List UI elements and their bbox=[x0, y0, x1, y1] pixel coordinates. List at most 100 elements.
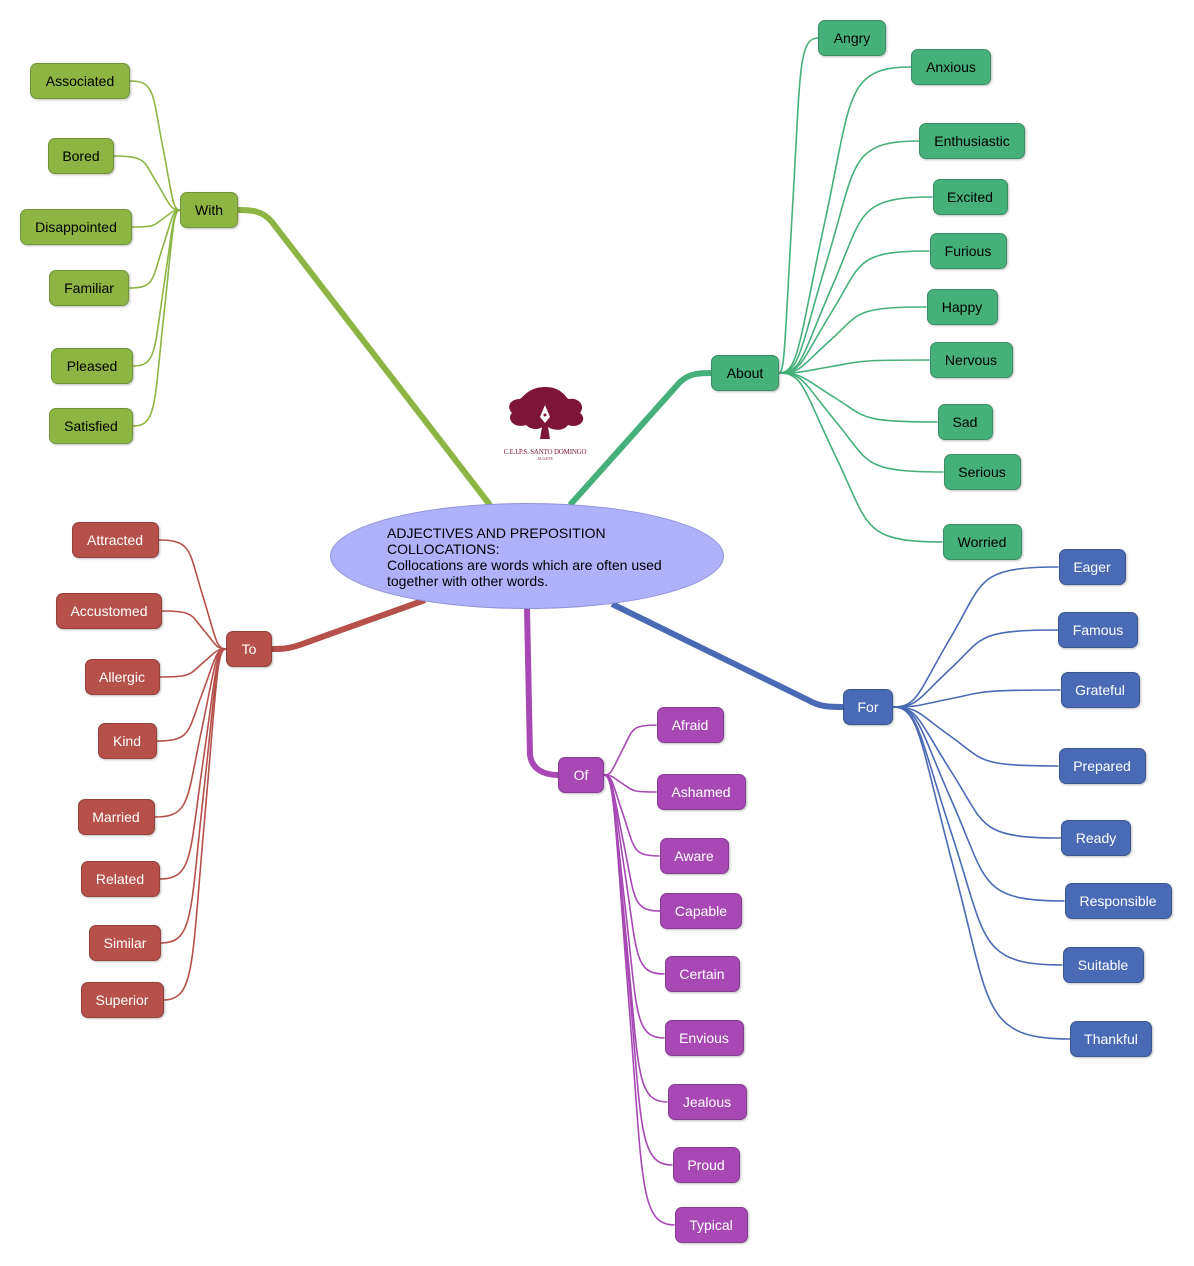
node-label: Sad bbox=[952, 414, 978, 430]
node-sad[interactable]: Sad bbox=[937, 404, 993, 440]
hub-to[interactable]: To bbox=[226, 631, 272, 667]
node-label: Prepared bbox=[1073, 758, 1131, 774]
link-about-anxious bbox=[778, 66, 912, 374]
link-to-attracted bbox=[158, 539, 227, 650]
hub-for[interactable]: For bbox=[843, 689, 893, 725]
node-associated[interactable]: Associated bbox=[30, 63, 130, 99]
node-bored[interactable]: Bored bbox=[48, 138, 114, 174]
node-enthusiastic[interactable]: Enthusiastic bbox=[919, 123, 1025, 159]
node-afraid[interactable]: Afraid bbox=[656, 707, 724, 743]
link-to-accustomed bbox=[161, 610, 227, 650]
logo-school-name: C.E.I.P.S. SANTO DOMINGO bbox=[503, 448, 587, 456]
node-label: Disappointed bbox=[35, 219, 117, 235]
node-grateful[interactable]: Grateful bbox=[1060, 672, 1140, 708]
hub-with[interactable]: With bbox=[180, 192, 238, 228]
node-label: Attracted bbox=[86, 532, 144, 548]
node-accustomed[interactable]: Accustomed bbox=[56, 593, 162, 629]
link-about-angry bbox=[778, 37, 819, 374]
node-excited[interactable]: Excited bbox=[932, 179, 1008, 215]
node-aware[interactable]: Aware bbox=[659, 838, 729, 874]
node-label: Of bbox=[573, 767, 589, 783]
link-of-afraid bbox=[603, 724, 657, 776]
node-label: Excited bbox=[947, 189, 993, 205]
node-attracted[interactable]: Attracted bbox=[71, 522, 159, 558]
node-label: Jealous bbox=[682, 1094, 732, 1110]
node-responsible[interactable]: Responsible bbox=[1064, 883, 1172, 919]
trunk-to bbox=[271, 597, 427, 652]
node-label: Ready bbox=[1075, 830, 1117, 846]
node-prepared[interactable]: Prepared bbox=[1058, 748, 1146, 784]
node-label: About bbox=[726, 365, 764, 381]
node-furious[interactable]: Furious bbox=[929, 233, 1007, 269]
node-jealous[interactable]: Jealous bbox=[667, 1084, 747, 1120]
node-label: Accustomed bbox=[70, 603, 148, 619]
link-to-kind bbox=[156, 648, 227, 742]
node-superior[interactable]: Superior bbox=[80, 982, 164, 1018]
node-disappointed[interactable]: Disappointed bbox=[20, 209, 132, 245]
node-nervous[interactable]: Nervous bbox=[929, 342, 1013, 378]
node-ready[interactable]: Ready bbox=[1061, 820, 1131, 856]
node-label: Pleased bbox=[66, 358, 118, 374]
node-capable[interactable]: Capable bbox=[660, 893, 742, 929]
link-about-furious bbox=[778, 250, 930, 374]
link-to-married bbox=[154, 648, 227, 818]
trunk-of bbox=[524, 607, 559, 778]
link-about-enthusiastic bbox=[778, 140, 920, 374]
node-satisfied[interactable]: Satisfied bbox=[49, 408, 133, 444]
link-for-responsible bbox=[892, 706, 1065, 902]
node-suitable[interactable]: Suitable bbox=[1062, 947, 1144, 983]
node-worried[interactable]: Worried bbox=[942, 524, 1022, 560]
link-to-similar bbox=[160, 648, 227, 944]
central-topic-description: Collocations are words which are often u… bbox=[387, 557, 662, 589]
node-ashamed[interactable]: Ashamed bbox=[656, 774, 746, 810]
link-about-nervous bbox=[778, 359, 930, 374]
link-for-ready bbox=[892, 706, 1062, 839]
node-certain[interactable]: Certain bbox=[664, 956, 740, 992]
link-of-envious bbox=[603, 774, 665, 1039]
node-proud[interactable]: Proud bbox=[672, 1147, 740, 1183]
node-related[interactable]: Related bbox=[80, 861, 160, 897]
link-with-familiar bbox=[128, 209, 181, 289]
node-kind[interactable]: Kind bbox=[97, 723, 157, 759]
node-label: Grateful bbox=[1075, 682, 1125, 698]
logo-town: ALGETE bbox=[537, 456, 553, 461]
node-married[interactable]: Married bbox=[77, 799, 155, 835]
node-label: Anxious bbox=[926, 59, 976, 75]
node-label: Typical bbox=[689, 1217, 733, 1233]
link-for-famous bbox=[892, 629, 1059, 708]
node-label: Capable bbox=[674, 903, 728, 919]
node-allergic[interactable]: Allergic bbox=[84, 659, 160, 695]
node-familiar[interactable]: Familiar bbox=[49, 270, 129, 306]
link-with-disappointed bbox=[131, 209, 181, 228]
node-pleased[interactable]: Pleased bbox=[51, 348, 133, 384]
link-with-bored bbox=[113, 155, 181, 211]
node-thankful[interactable]: Thankful bbox=[1070, 1021, 1152, 1057]
node-label: Happy bbox=[941, 299, 983, 315]
node-anxious[interactable]: Anxious bbox=[911, 49, 991, 85]
node-famous[interactable]: Famous bbox=[1058, 612, 1138, 648]
hub-of[interactable]: Of bbox=[558, 757, 604, 793]
link-to-allergic bbox=[159, 648, 227, 678]
node-label: Envious bbox=[679, 1030, 729, 1046]
node-happy[interactable]: Happy bbox=[926, 289, 998, 325]
node-label: Associated bbox=[45, 73, 115, 89]
link-for-grateful bbox=[892, 689, 1061, 708]
tree-logo-icon bbox=[509, 387, 584, 439]
hub-about[interactable]: About bbox=[711, 355, 779, 391]
node-label: Certain bbox=[679, 966, 725, 982]
central-topic[interactable] bbox=[330, 503, 724, 609]
link-to-superior bbox=[163, 648, 227, 1001]
node-serious[interactable]: Serious bbox=[943, 454, 1021, 490]
link-of-typical bbox=[603, 774, 675, 1226]
node-typical[interactable]: Typical bbox=[674, 1207, 748, 1243]
node-label: Responsible bbox=[1079, 893, 1157, 909]
node-similar[interactable]: Similar bbox=[89, 925, 161, 961]
node-label: To bbox=[241, 641, 257, 657]
node-envious[interactable]: Envious bbox=[664, 1020, 744, 1056]
link-for-suitable bbox=[892, 706, 1063, 966]
link-of-proud bbox=[603, 774, 673, 1166]
link-about-sad bbox=[778, 372, 938, 423]
node-angry[interactable]: Angry bbox=[818, 20, 886, 56]
node-label: Superior bbox=[95, 992, 149, 1008]
node-eager[interactable]: Eager bbox=[1058, 549, 1126, 585]
